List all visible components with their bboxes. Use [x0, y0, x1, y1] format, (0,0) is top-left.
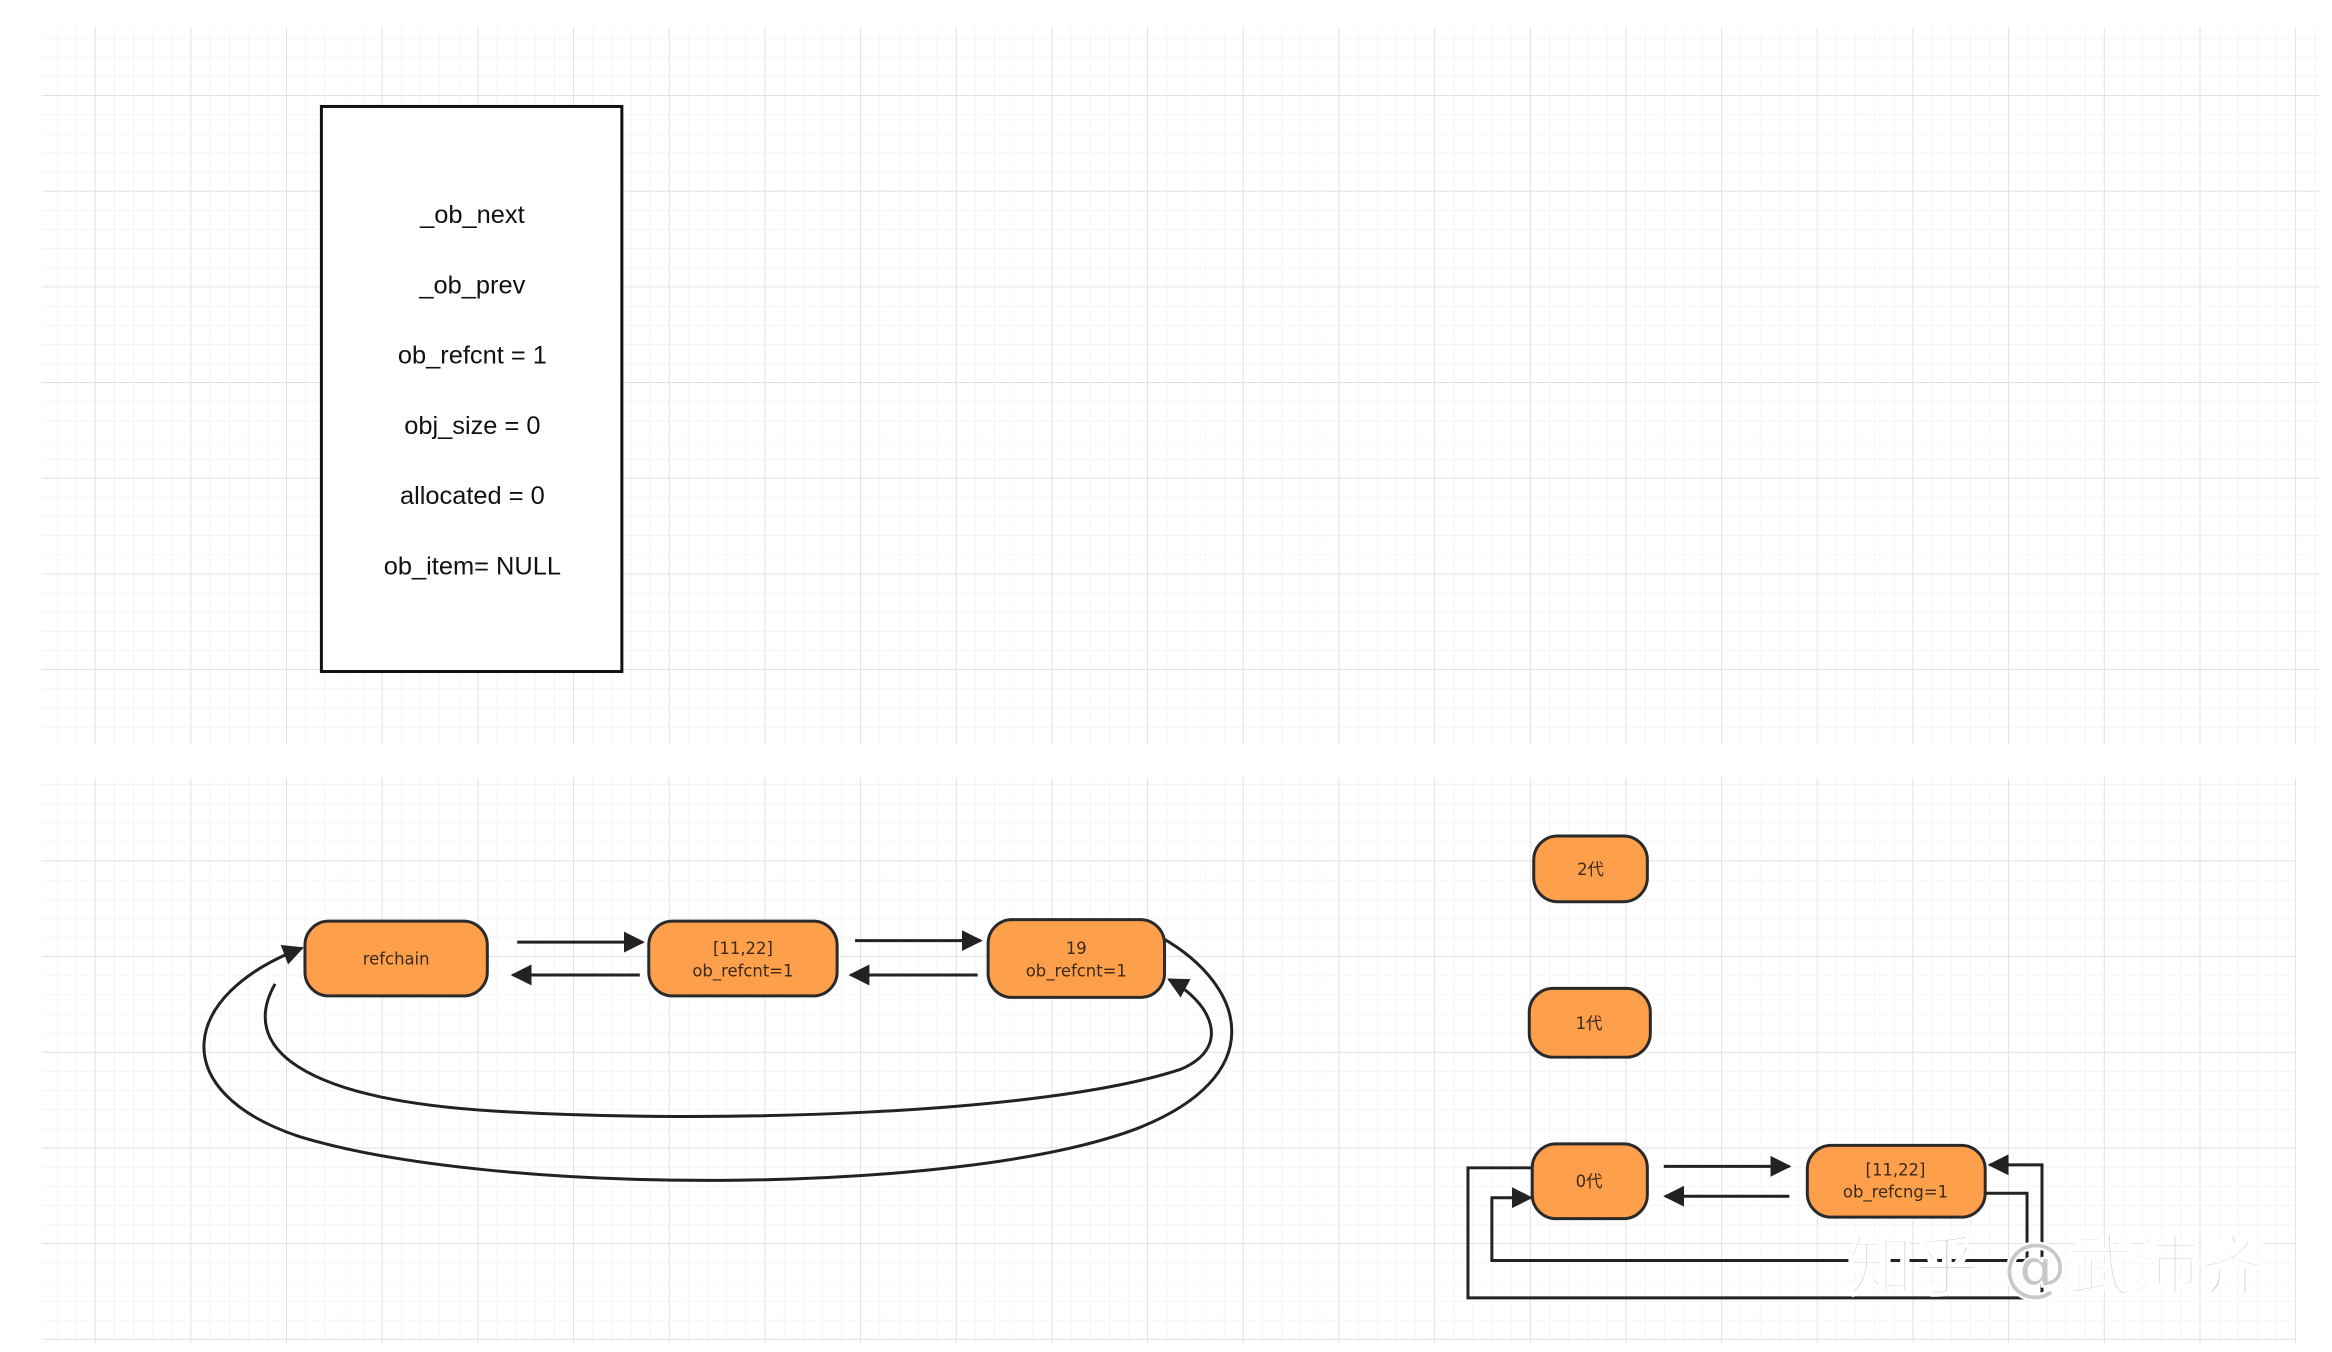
- field-ob-next: _ob_next: [419, 201, 525, 229]
- node-gen2: 2代: [1532, 834, 1649, 904]
- node-gen2-label: 2代: [1577, 860, 1604, 879]
- field-allocated: allocated = 0: [400, 482, 545, 510]
- node-gen0: 0代: [1530, 1142, 1649, 1221]
- node-gen0-object: [11,22] ob_refcng=1: [1805, 1143, 1987, 1219]
- inner-loop-arrow: [263, 978, 1213, 1118]
- pyobject-struct-box: _ob_next _ob_prev ob_refcnt = 1 obj_size…: [319, 104, 624, 674]
- node-refchain: refchain: [303, 919, 489, 998]
- outer-loop-arrow: [202, 936, 1234, 1182]
- watermark: 知乎 @武沛齐: [1848, 1228, 2266, 1305]
- node-gen0-label: 0代: [1576, 1172, 1603, 1191]
- node-object-value: [11,22]: [1866, 1160, 1926, 1179]
- node-object-refcnt: ob_refcng=1: [1843, 1183, 1948, 1203]
- node-refchain-label: refchain: [363, 950, 430, 969]
- generation-diagram: 2代 1代 0代 [11,22] ob_refcng=1: [1466, 834, 2044, 1300]
- field-ob-prev: _ob_prev: [418, 271, 525, 299]
- field-obj-size: obj_size = 0: [404, 412, 540, 440]
- inner-rect-link: [1490, 1187, 2029, 1262]
- node-int-value: 19: [1066, 939, 1087, 958]
- node-gen1-label: 1代: [1576, 1014, 1603, 1033]
- grid-panel-bottom: [41, 777, 2297, 1343]
- field-ob-item: ob_item= NULL: [384, 552, 561, 580]
- node-int: 19 ob_refcnt=1: [986, 918, 1166, 999]
- node-int-refcnt: ob_refcnt=1: [1026, 961, 1127, 981]
- node-gen1: 1代: [1527, 986, 1652, 1059]
- node-list-value: [11,22]: [713, 939, 773, 958]
- node-list: [11,22] ob_refcnt=1: [647, 919, 839, 998]
- node-list-refcnt: ob_refcnt=1: [692, 961, 793, 981]
- outer-rect-link: [1466, 1154, 2044, 1300]
- field-ob-refcnt: ob_refcnt = 1: [398, 342, 547, 370]
- refchain-diagram: refchain [11,22] ob_refcnt=1 19 ob_refcn…: [202, 918, 1234, 1182]
